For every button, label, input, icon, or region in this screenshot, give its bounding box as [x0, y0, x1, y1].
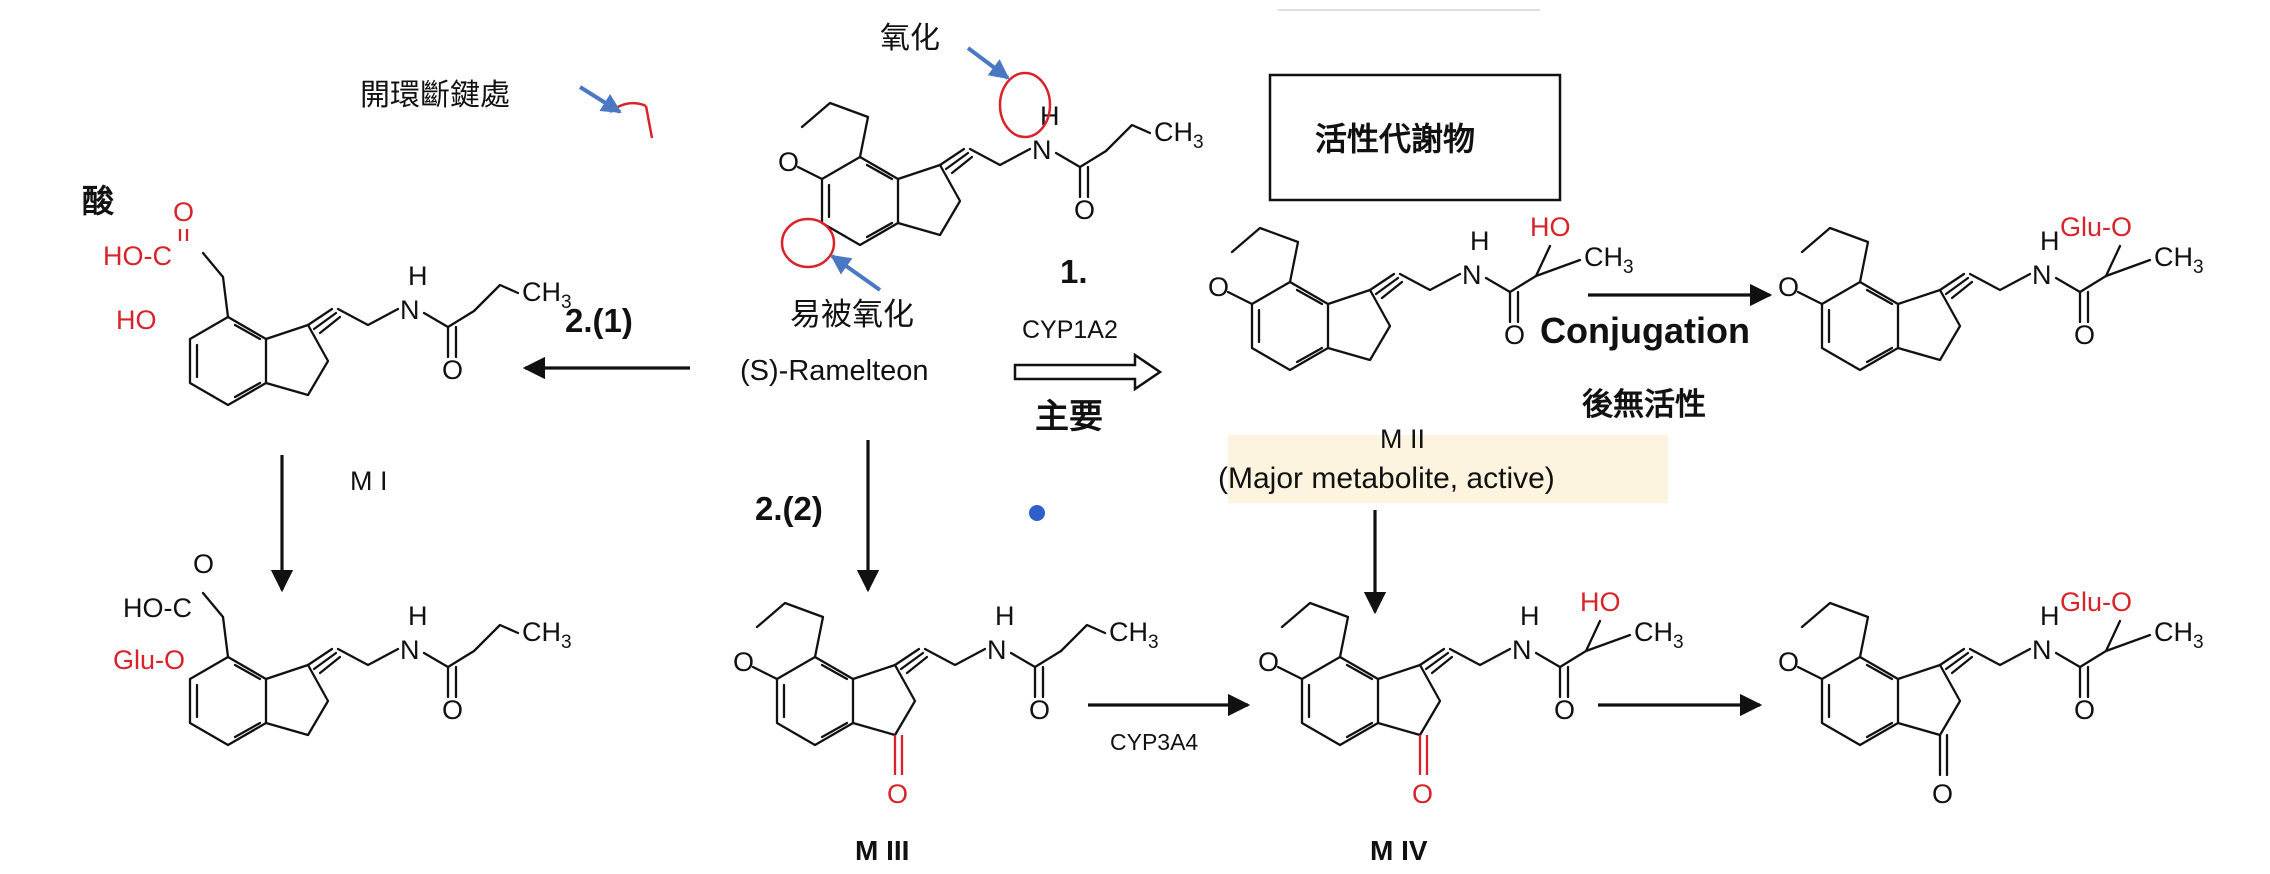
arrow-step1-hollow: [1013, 352, 1163, 392]
svg-text:HO-C: HO-C: [103, 241, 172, 271]
m2-note-highlight: [1228, 435, 1668, 503]
marker-dot: [1029, 505, 1045, 521]
m1-label: M I: [350, 466, 388, 496]
m1-structure: N H O CH3 HO HO-C O: [103, 197, 572, 407]
svg-text:O: O: [1412, 779, 1433, 809]
svg-text:O: O: [2074, 695, 2095, 725]
svg-text:N: N: [400, 295, 420, 325]
cyp1a2-label: CYP1A2: [1022, 316, 1118, 344]
m4-glucuronide-structure: O N H O CH3 Glu-O O: [1778, 587, 2204, 809]
m1-glucuronide-structure: N H O CH3 Glu-O HO-C O: [113, 549, 572, 747]
svg-text:HO: HO: [1580, 587, 1621, 617]
svg-text:CH3: CH3: [1109, 617, 1159, 653]
svg-text:N: N: [1032, 135, 1052, 165]
svg-text:O: O: [1258, 647, 1279, 677]
ramelteon-structure: O N H O CH3: [778, 101, 1204, 247]
svg-text:O: O: [2074, 320, 2095, 350]
svg-text:N: N: [1462, 260, 1482, 290]
inactive-label: 後無活性: [1582, 387, 1706, 423]
svg-text:H: H: [1520, 601, 1540, 631]
svg-text:H: H: [408, 601, 428, 631]
svg-text:HO: HO: [116, 305, 157, 335]
oxidation-site-circle: [998, 71, 1052, 139]
m4-label: M IV: [1370, 835, 1428, 866]
step2-1-label: 2.(1): [565, 302, 633, 339]
svg-text:H: H: [2040, 601, 2060, 631]
step1-label: 1.: [1060, 253, 1088, 290]
svg-text:N: N: [2032, 635, 2052, 665]
ring-cleavage-label: 開環斷鍵處: [360, 78, 510, 113]
svg-text:Glu-O: Glu-O: [2060, 587, 2132, 617]
svg-text:N: N: [987, 635, 1007, 665]
svg-text:O: O: [1208, 272, 1229, 302]
svg-text:CH3: CH3: [2154, 617, 2204, 653]
oxidation-label: 氧化: [880, 21, 940, 56]
easily-oxidized-label: 易被氧化: [790, 297, 914, 333]
svg-text:O: O: [193, 549, 214, 579]
parent-compound-label: (S)-Ramelteon: [740, 355, 929, 387]
step2-2-label: 2.(2): [755, 490, 823, 527]
svg-text:H: H: [408, 261, 428, 291]
svg-text:N: N: [2032, 260, 2052, 290]
svg-text:O: O: [1778, 647, 1799, 677]
svg-text:CH3: CH3: [2154, 242, 2204, 278]
svg-text:O: O: [173, 197, 194, 227]
svg-text:H: H: [1470, 226, 1490, 256]
m2-structure: O N H O CH3 HO: [1208, 212, 1634, 372]
active-metabolite-label: 活性代謝物: [1315, 120, 1475, 158]
m3-label: M III: [855, 835, 909, 866]
benzylic-pointer: [830, 254, 882, 292]
m2-glucuronide-structure: O N H O CH3 Glu-O: [1778, 212, 2204, 372]
m2-label: M II: [1380, 424, 1425, 454]
svg-text:Glu-O: Glu-O: [2060, 212, 2132, 242]
svg-text:O: O: [442, 695, 463, 725]
benzylic-site-circle: [780, 217, 836, 269]
cyp3a4-label: CYP3A4: [1110, 729, 1198, 755]
svg-text:CH3: CH3: [1154, 117, 1204, 153]
svg-text:Glu-O: Glu-O: [113, 645, 185, 675]
svg-text:O: O: [1932, 779, 1953, 809]
svg-text:O: O: [1554, 695, 1575, 725]
svg-text:N: N: [1512, 635, 1532, 665]
acid-label: 酸: [82, 182, 115, 220]
m2-note: (Major metabolite, active): [1218, 462, 1555, 495]
svg-text:H: H: [995, 601, 1015, 631]
svg-text:O: O: [1029, 695, 1050, 725]
svg-text:O: O: [1778, 272, 1799, 302]
svg-text:CH3: CH3: [1584, 242, 1634, 278]
major-label: 主要: [1035, 397, 1103, 437]
svg-text:HO-C: HO-C: [123, 593, 192, 623]
svg-text:O: O: [778, 147, 799, 177]
svg-text:N: N: [400, 635, 420, 665]
m4-structure: O N H O CH3 HO O: [1258, 587, 1684, 809]
svg-text:O: O: [1074, 195, 1095, 225]
conjugation-label: Conjugation: [1540, 310, 1750, 351]
ring-cleavage-pointer: [578, 85, 622, 114]
svg-text:O: O: [442, 355, 463, 385]
svg-text:CH3: CH3: [522, 617, 572, 653]
oxidation-pointer: [966, 46, 1010, 80]
svg-text:O: O: [1504, 320, 1525, 350]
svg-text:O: O: [887, 779, 908, 809]
svg-text:HO: HO: [1530, 212, 1571, 242]
svg-text:CH3: CH3: [1634, 617, 1684, 653]
svg-text:O: O: [733, 647, 754, 677]
active-metabolite-box: [1268, 73, 1562, 202]
svg-text:H: H: [2040, 226, 2060, 256]
